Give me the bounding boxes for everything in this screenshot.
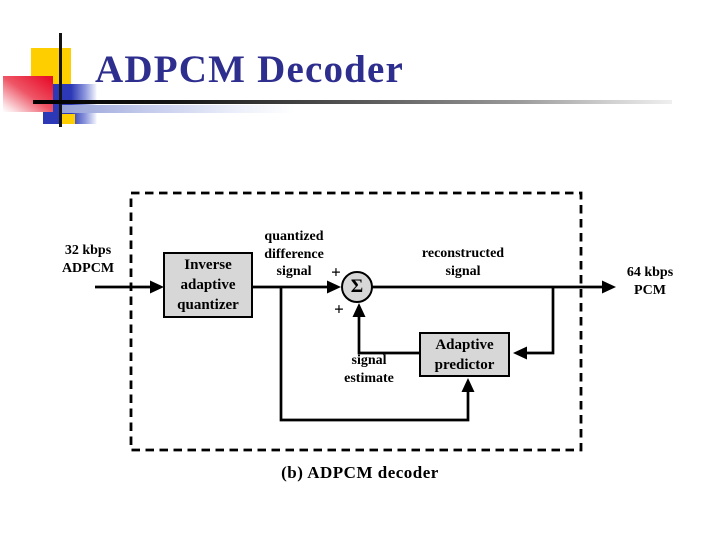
deco-vertical-line bbox=[59, 33, 62, 127]
page-title: ADPCM Decoder bbox=[95, 48, 405, 91]
label-line: estimate bbox=[344, 370, 394, 386]
label-line: difference bbox=[264, 246, 324, 262]
wire-predictor-to-sum bbox=[357, 316, 420, 355]
arrowhead-into-predictor-right bbox=[513, 346, 527, 360]
block-label-line: Inverse bbox=[184, 257, 232, 273]
wire-output-feedback bbox=[526, 287, 555, 355]
block-label-line: adaptive bbox=[180, 277, 236, 293]
input-rate-label: 32 kbps ADPCM bbox=[62, 242, 114, 277]
arrowhead-input bbox=[150, 280, 164, 294]
label-line: PCM bbox=[634, 282, 666, 298]
reconstructed-signal-label: reconstructed signal bbox=[422, 245, 504, 280]
adaptive-predictor-block: Adaptive predictor bbox=[419, 332, 510, 377]
label-line: signal bbox=[276, 264, 312, 279]
block-label-line: Adaptive bbox=[435, 336, 494, 353]
output-rate-label: 64 kbps PCM bbox=[627, 264, 673, 299]
deco-red-gradient-square bbox=[3, 76, 53, 112]
deco-small-yellow-square bbox=[60, 114, 75, 124]
arrowhead-into-predictor-bottom bbox=[461, 378, 475, 392]
block-label-line: predictor bbox=[434, 356, 495, 373]
wire-difference-feedback bbox=[279, 288, 470, 422]
label-line: ADPCM bbox=[61, 260, 115, 276]
arrowhead-output bbox=[602, 280, 616, 294]
deco-horizontal-rule bbox=[33, 100, 672, 104]
dashed-boundary bbox=[129, 191, 583, 452]
arrowhead-into-sum-bottom bbox=[352, 303, 366, 317]
label-line: reconstructed bbox=[421, 246, 505, 261]
label-line: quantized bbox=[264, 229, 324, 244]
inverse-adaptive-quantizer-block: Inverse adaptive quantizer bbox=[163, 252, 253, 318]
deco-blue-fade-bar bbox=[62, 105, 295, 113]
label-line: 32 kbps bbox=[64, 243, 112, 258]
quantized-difference-signal-label: quantized difference signal bbox=[264, 228, 324, 281]
plus-sign-bottom: + bbox=[334, 299, 344, 319]
block-label-line: quantizer bbox=[177, 297, 239, 313]
diagram-caption: (b) ADPCM decoder bbox=[281, 463, 439, 482]
sigma-symbol: Σ bbox=[350, 276, 364, 297]
label-line: 64 kbps bbox=[626, 265, 674, 280]
summation-node: Σ bbox=[341, 271, 373, 303]
label-line: signal bbox=[351, 353, 387, 368]
label-line: signal bbox=[445, 263, 481, 279]
signal-estimate-label: signal estimate bbox=[344, 352, 394, 387]
plus-sign-top: + bbox=[331, 262, 341, 282]
arrowhead-into-sum bbox=[327, 280, 341, 294]
